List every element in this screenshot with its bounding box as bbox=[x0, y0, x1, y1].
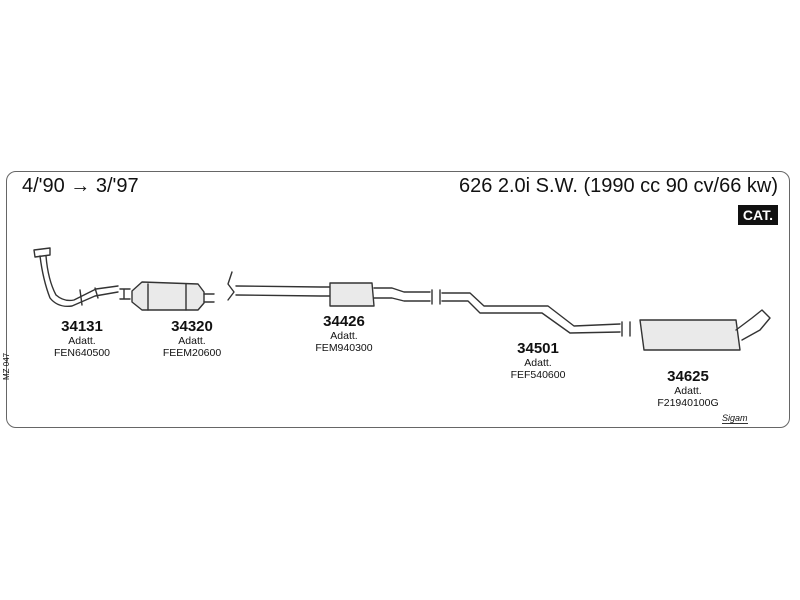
brand-logo: Sigam bbox=[722, 413, 748, 424]
part-34320: 34320 Adatt. FEEM20600 bbox=[163, 318, 221, 359]
adapt-code: FEM940300 bbox=[315, 342, 373, 354]
part-number: 34426 bbox=[323, 313, 365, 330]
adapt-label: Adatt. bbox=[524, 357, 552, 369]
rear-silencer-34625 bbox=[639, 309, 771, 351]
adapt-label: Adatt. bbox=[330, 330, 358, 342]
adapt-label: Adatt. bbox=[178, 335, 206, 347]
part-34625: 34625 Adatt. F21940100G bbox=[657, 368, 718, 409]
adapt-code: FEF540600 bbox=[510, 369, 566, 381]
part-number: 34501 bbox=[517, 340, 559, 357]
part-34131: 34131 Adatt. FEN640500 bbox=[54, 318, 110, 359]
side-code: MZ 047 bbox=[2, 352, 11, 380]
part-number: 34320 bbox=[171, 318, 213, 335]
diagram-frame bbox=[6, 171, 790, 428]
adapt-label: Adatt. bbox=[68, 335, 96, 347]
adapt-label: Adatt. bbox=[674, 385, 702, 397]
adapt-code: F21940100G bbox=[657, 397, 719, 409]
rear-pipe-34501 bbox=[431, 289, 631, 337]
model-title: 626 2.0i S.W. (1990 cc 90 cv/66 kw) bbox=[458, 175, 778, 197]
part-34501: 34501 Adatt. FEF540600 bbox=[511, 340, 566, 381]
adapt-code: FEN640500 bbox=[53, 347, 111, 359]
part-number: 34131 bbox=[61, 318, 103, 335]
date-range: 4/'90 → 3/'97 bbox=[22, 175, 139, 197]
intermediate-pipe-34426 bbox=[227, 271, 431, 307]
part-number: 34625 bbox=[667, 368, 709, 385]
cat-badge: CAT. bbox=[737, 205, 778, 225]
front-pipe-34131 bbox=[33, 247, 119, 308]
catalytic-converter-34320 bbox=[119, 281, 215, 311]
part-34426: 34426 Adatt. FEM940300 bbox=[315, 313, 372, 354]
adapt-code: FEEM20600 bbox=[162, 347, 222, 359]
